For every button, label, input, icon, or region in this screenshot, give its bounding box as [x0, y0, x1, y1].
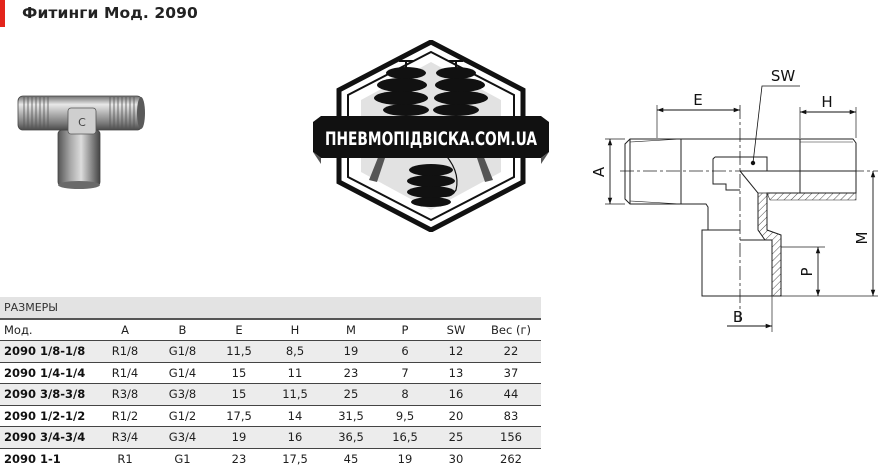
- cell-p: 7: [379, 362, 431, 384]
- cell-sw: 16: [431, 383, 481, 406]
- cell-a: R1/8: [96, 340, 154, 363]
- cell-sw: 20: [431, 405, 481, 427]
- cell-h: 11,5: [267, 383, 323, 406]
- col-header-h: H: [267, 319, 323, 341]
- cell-model: 2090 1/4-1/4: [0, 362, 96, 384]
- cell-m: 23: [323, 362, 379, 384]
- cell-h: 14: [267, 405, 323, 427]
- cell-weight: 22: [481, 340, 541, 363]
- title-accent-bar: [0, 0, 5, 27]
- cell-b: G3/8: [154, 383, 211, 406]
- dim-label-sw: SW: [771, 67, 796, 85]
- dim-label-a: A: [590, 166, 608, 177]
- col-header-p: P: [379, 319, 431, 341]
- cell-weight: 262: [500, 451, 522, 466]
- cell-a: R1/2: [96, 405, 154, 427]
- cell-m: 19: [323, 340, 379, 363]
- cell-a: R1: [117, 451, 133, 466]
- cell-weight: 37: [481, 362, 541, 384]
- cell-sw: 25: [431, 426, 481, 449]
- cell-sw: 13: [431, 362, 481, 384]
- cell-e: 17,5: [211, 405, 267, 427]
- col-header-e: E: [211, 319, 267, 341]
- table-header-row: Мод. A B E H M P SW Вес (г): [0, 319, 541, 341]
- cell-weight: 83: [481, 405, 541, 427]
- section-title: РАЗМЕРЫ: [0, 297, 541, 320]
- cell-e: 23: [231, 451, 247, 466]
- col-header-b: B: [154, 319, 211, 341]
- air-spring-right-icon: [433, 60, 488, 116]
- cell-b: G1/4: [154, 362, 211, 384]
- cell-p: 6: [379, 340, 431, 363]
- cell-h: 16: [267, 426, 323, 449]
- cell-p: 16,5: [379, 426, 431, 449]
- dim-label-m: M: [853, 232, 871, 245]
- cell-h: 17,5: [282, 451, 308, 466]
- air-spring-left-icon: [374, 60, 429, 116]
- cell-a: R1/4: [96, 362, 154, 384]
- cell-e: 15: [211, 362, 267, 384]
- cell-m: 31,5: [323, 405, 379, 427]
- cell-e: 11,5: [211, 340, 267, 363]
- logo-text: ПНЕВМОПІДВІСКА.COM.UA: [325, 128, 538, 150]
- cell-a: R3/4: [96, 426, 154, 449]
- cell-h: 11: [267, 362, 323, 384]
- cell-p: 8: [379, 383, 431, 406]
- table-section-header: РАЗМЕРЫ: [0, 297, 541, 320]
- cell-m: 36,5: [323, 426, 379, 449]
- cell-e: 19: [211, 426, 267, 449]
- cell-weight: 44: [481, 383, 541, 406]
- cell-p: 9,5: [379, 405, 431, 427]
- svg-text:C: C: [78, 116, 86, 129]
- col-header-model: Мод.: [0, 319, 96, 341]
- cell-p: 19: [397, 451, 413, 466]
- cell-e: 15: [211, 383, 267, 406]
- cell-h: 8,5: [267, 340, 323, 363]
- cell-sw: 12: [431, 340, 481, 363]
- col-header-m: M: [323, 319, 379, 341]
- dim-label-b: B: [733, 308, 743, 326]
- cell-a: R3/8: [96, 383, 154, 406]
- dim-label-e: E: [693, 91, 702, 109]
- dim-label-p: P: [798, 267, 816, 276]
- cell-b: G1/8: [154, 340, 211, 363]
- air-spring-bottom-icon: [407, 164, 455, 207]
- cell-model: 2090 1/8-1/8: [0, 340, 96, 363]
- cell-b: G3/4: [154, 426, 211, 449]
- brand-logo: ПНЕВМОПІДВІСКА.COM.UA: [313, 40, 549, 232]
- cell-model: 2090 1-1: [4, 451, 61, 466]
- dim-label-h: H: [821, 93, 832, 111]
- dimensions-table: РАЗМЕРЫ Мод. A B E H M P SW Вес (г) 2090…: [0, 297, 541, 469]
- cell-sw: 30: [448, 451, 464, 466]
- cell-b: G1: [174, 451, 191, 466]
- cell-m: 25: [323, 383, 379, 406]
- tee-fitting-photo-icon: C: [17, 95, 145, 189]
- col-header-a: A: [96, 319, 154, 341]
- cell-model: 2090 1/2-1/2: [0, 405, 96, 427]
- cell-model: 2090 3/8-3/8: [0, 383, 96, 406]
- table-row: 2090 1-1 R1 G1 23 17,5 45 19 30 262: [0, 448, 541, 469]
- cell-m: 45: [343, 451, 359, 466]
- cell-b: G1/2: [154, 405, 211, 427]
- col-header-weight: Вес (г): [481, 319, 541, 341]
- cell-weight: 156: [481, 426, 541, 449]
- technical-drawing: E H SW B A M P: [590, 67, 878, 332]
- cell-model: 2090 3/4-3/4: [0, 426, 96, 449]
- col-header-sw: SW: [431, 319, 481, 341]
- page-title: Фитинги Мод. 2090: [22, 4, 198, 22]
